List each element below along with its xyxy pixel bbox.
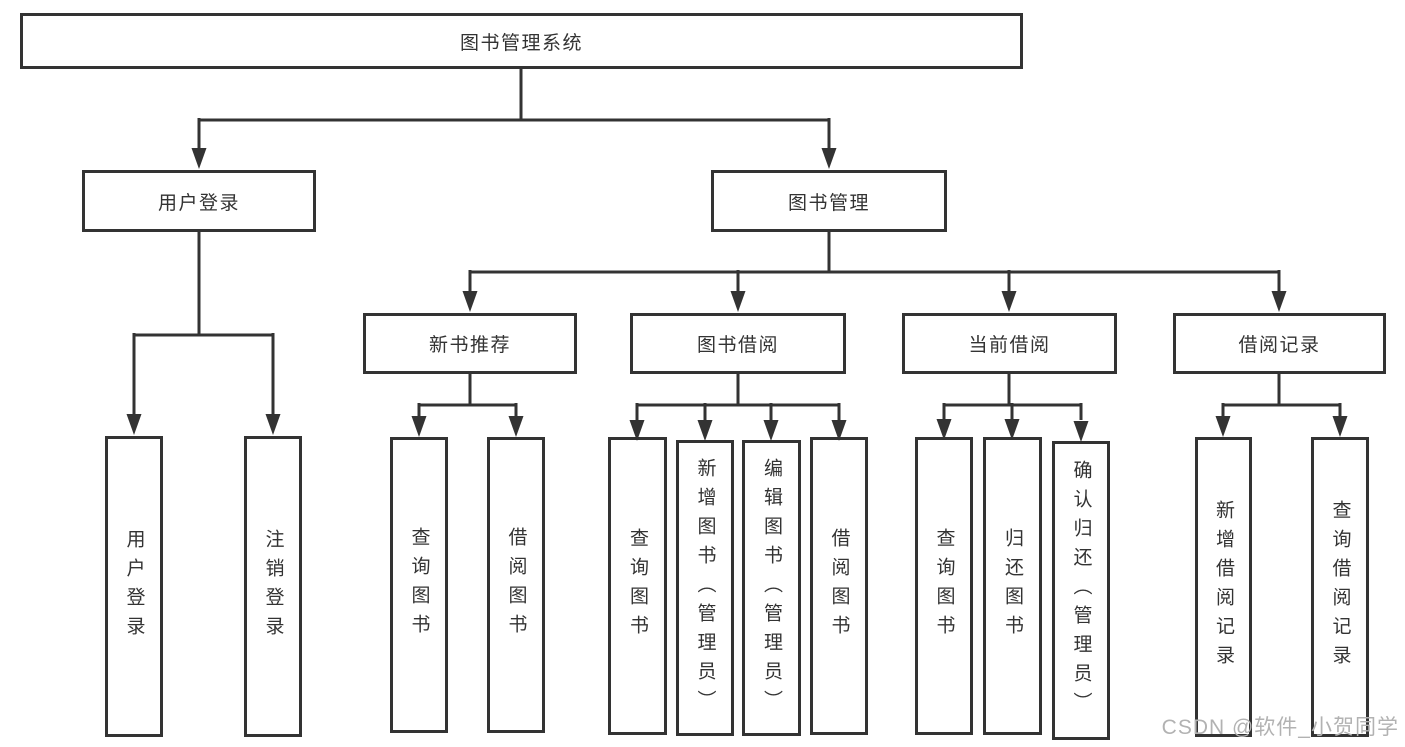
node-label: 用户登录 [157, 192, 240, 214]
node-label: 借阅图书 [828, 528, 850, 644]
leaf-add-borrow-record: 新增借阅记录 [1195, 437, 1252, 737]
leaf-query-books-recommend: 查询图书 [390, 437, 448, 733]
csdn-watermark: CSDN @软件_小贺同学 [1161, 716, 1399, 739]
node-new-book-recommend: 新书推荐 [363, 313, 577, 374]
node-label: 图书管理系统 [459, 32, 583, 54]
leaf-edit-books-admin: 编辑图书（管理员） [742, 440, 801, 736]
leaf-borrow-books-borrowing: 借阅图书 [810, 437, 868, 735]
node-label: 新增图书（管理员） [694, 457, 716, 719]
leaf-logout: 注销登录 [244, 436, 302, 737]
leaf-add-books-admin: 新增图书（管理员） [676, 440, 734, 736]
node-label: 编辑图书（管理员） [761, 457, 782, 719]
node-label: 当前借阅 [968, 335, 1051, 356]
leaf-query-books-borrowing: 查询图书 [608, 437, 667, 735]
node-label: 借阅图书 [505, 527, 527, 643]
node-label: 查询图书 [408, 527, 430, 643]
node-label: 新增借阅记录 [1213, 500, 1234, 674]
node-current-borrowing: 当前借阅 [902, 313, 1117, 374]
node-book-borrowing: 图书借阅 [630, 313, 846, 374]
node-label: 用户登录 [123, 528, 145, 645]
leaf-borrow-books-recommend: 借阅图书 [487, 437, 545, 733]
leaf-query-books-current: 查询图书 [915, 437, 973, 735]
connector-book-management-children [462, 232, 1287, 312]
leaf-return-books: 归还图书 [983, 437, 1042, 735]
leaf-query-borrow-record: 查询借阅记录 [1311, 437, 1369, 737]
node-label: 归还图书 [1002, 528, 1023, 644]
leaf-confirm-return-admin: 确认归还（管理员） [1052, 441, 1110, 740]
connector-new-book-children [411, 374, 524, 437]
connector-borrow-records-children [1215, 374, 1348, 437]
node-book-management: 图书管理 [711, 170, 947, 232]
connector-book-borrowing-children [629, 374, 847, 441]
node-label: 注销登录 [262, 528, 284, 645]
node-user-login: 用户登录 [82, 170, 316, 232]
leaf-user-login: 用户登录 [105, 436, 163, 737]
node-label: 查询图书 [627, 528, 648, 644]
connector-root-to-level1 [191, 69, 837, 169]
node-label: 图书借阅 [696, 335, 779, 356]
connector-user-login-children [126, 232, 281, 435]
node-label: 确认归还（管理员） [1070, 460, 1092, 721]
node-borrow-records: 借阅记录 [1173, 313, 1386, 374]
node-label: 借阅记录 [1238, 335, 1321, 356]
node-label: 图书管理 [787, 192, 870, 214]
node-root-library-system: 图书管理系统 [20, 13, 1023, 69]
connector-current-borrowing-children [936, 374, 1089, 442]
node-label: 查询图书 [933, 528, 955, 644]
node-label: 新书推荐 [428, 335, 511, 356]
node-label: 查询借阅记录 [1329, 500, 1351, 674]
